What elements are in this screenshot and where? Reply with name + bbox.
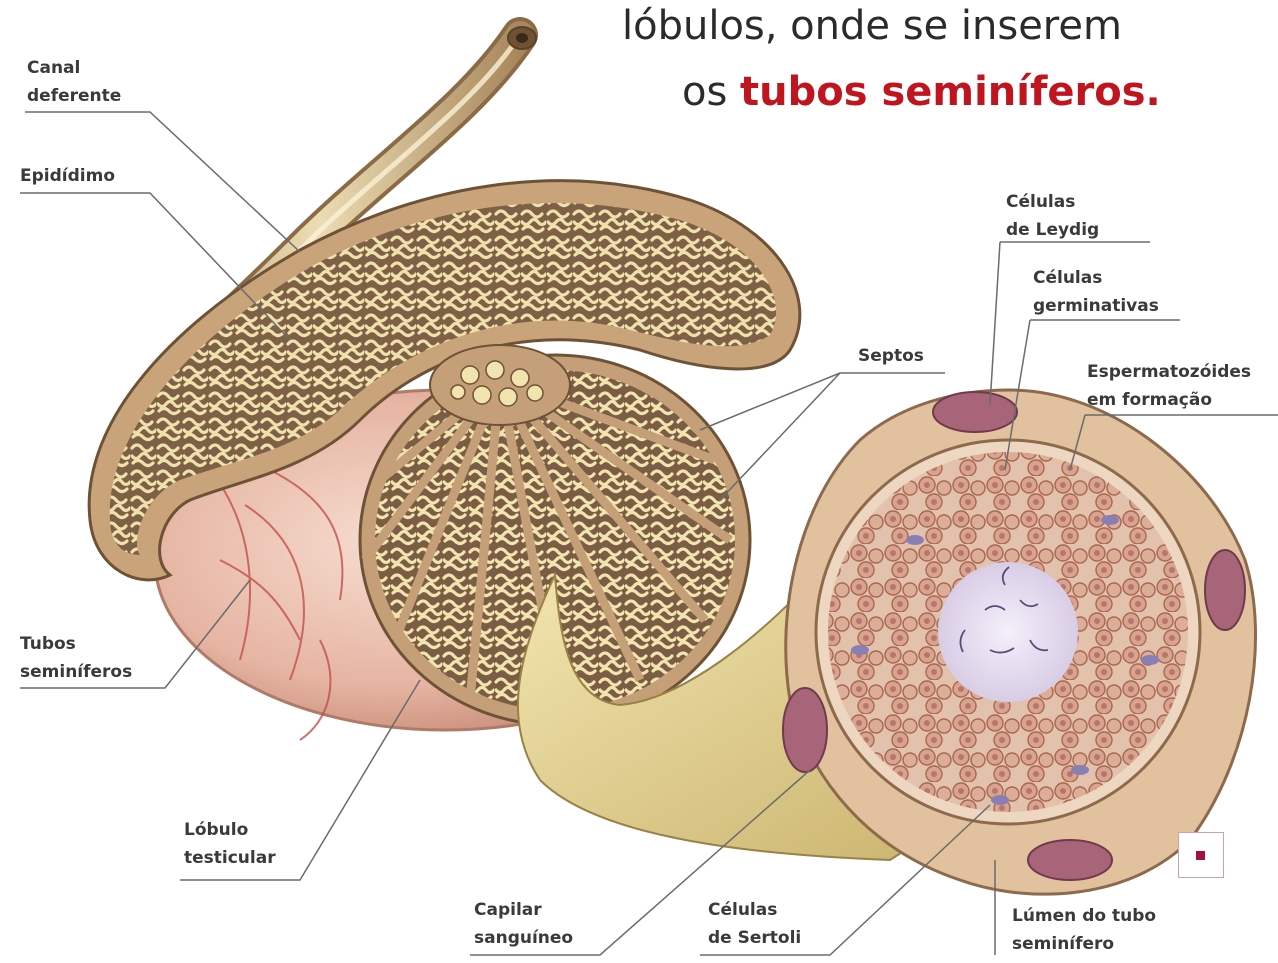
label-line: em formação xyxy=(1087,386,1251,414)
label-celulas-leydig: Células de Leydig xyxy=(1006,188,1099,244)
magnification-marker xyxy=(1178,832,1224,878)
label-espermatozoides: Espermatozóides em formação xyxy=(1087,358,1251,414)
label-line: deferente xyxy=(27,82,121,110)
label-line: Capilar xyxy=(474,896,573,924)
label-line: germinativas xyxy=(1033,292,1159,320)
magnification-dot xyxy=(1196,851,1205,860)
label-celulas-germinativas: Células germinativas xyxy=(1033,264,1159,320)
label-line: Tubos xyxy=(20,630,132,658)
label-line: Epidídimo xyxy=(20,162,115,190)
label-line: seminíferos xyxy=(20,658,132,686)
label-line: testicular xyxy=(184,844,276,872)
label-line: de Sertoli xyxy=(708,924,801,952)
label-canal-deferente: Canal deferente xyxy=(27,54,121,110)
label-line: seminífero xyxy=(1012,930,1156,958)
label-line: Células xyxy=(1033,264,1159,292)
label-line: Células xyxy=(708,896,801,924)
headline-prefix: os xyxy=(682,69,727,115)
label-line: sanguíneo xyxy=(474,924,573,952)
label-line: Lúmen do tubo xyxy=(1012,902,1156,930)
label-line: Canal xyxy=(27,54,121,82)
label-capilar-sanguineo: Capilar sanguíneo xyxy=(474,896,573,952)
label-tubos-seminiferos: Tubos seminíferos xyxy=(20,630,132,686)
label-line: Lóbulo xyxy=(184,816,276,844)
label-septos: Septos xyxy=(858,342,924,370)
label-line: Septos xyxy=(858,342,924,370)
label-line: Células xyxy=(1006,188,1099,216)
label-lumen: Lúmen do tubo seminífero xyxy=(1012,902,1156,958)
label-epididimo: Epidídimo xyxy=(20,162,115,190)
headline-line-1: lóbulos, onde se inserem xyxy=(622,6,1122,46)
label-line: Espermatozóides xyxy=(1087,358,1251,386)
headline-highlight: tubos seminíferos. xyxy=(740,69,1161,115)
label-celulas-sertoli: Células de Sertoli xyxy=(708,896,801,952)
label-lobulo-testicular: Lóbulo testicular xyxy=(184,816,276,872)
label-line: de Leydig xyxy=(1006,216,1099,244)
headline-line-2: os tubos seminíferos. xyxy=(682,72,1161,112)
